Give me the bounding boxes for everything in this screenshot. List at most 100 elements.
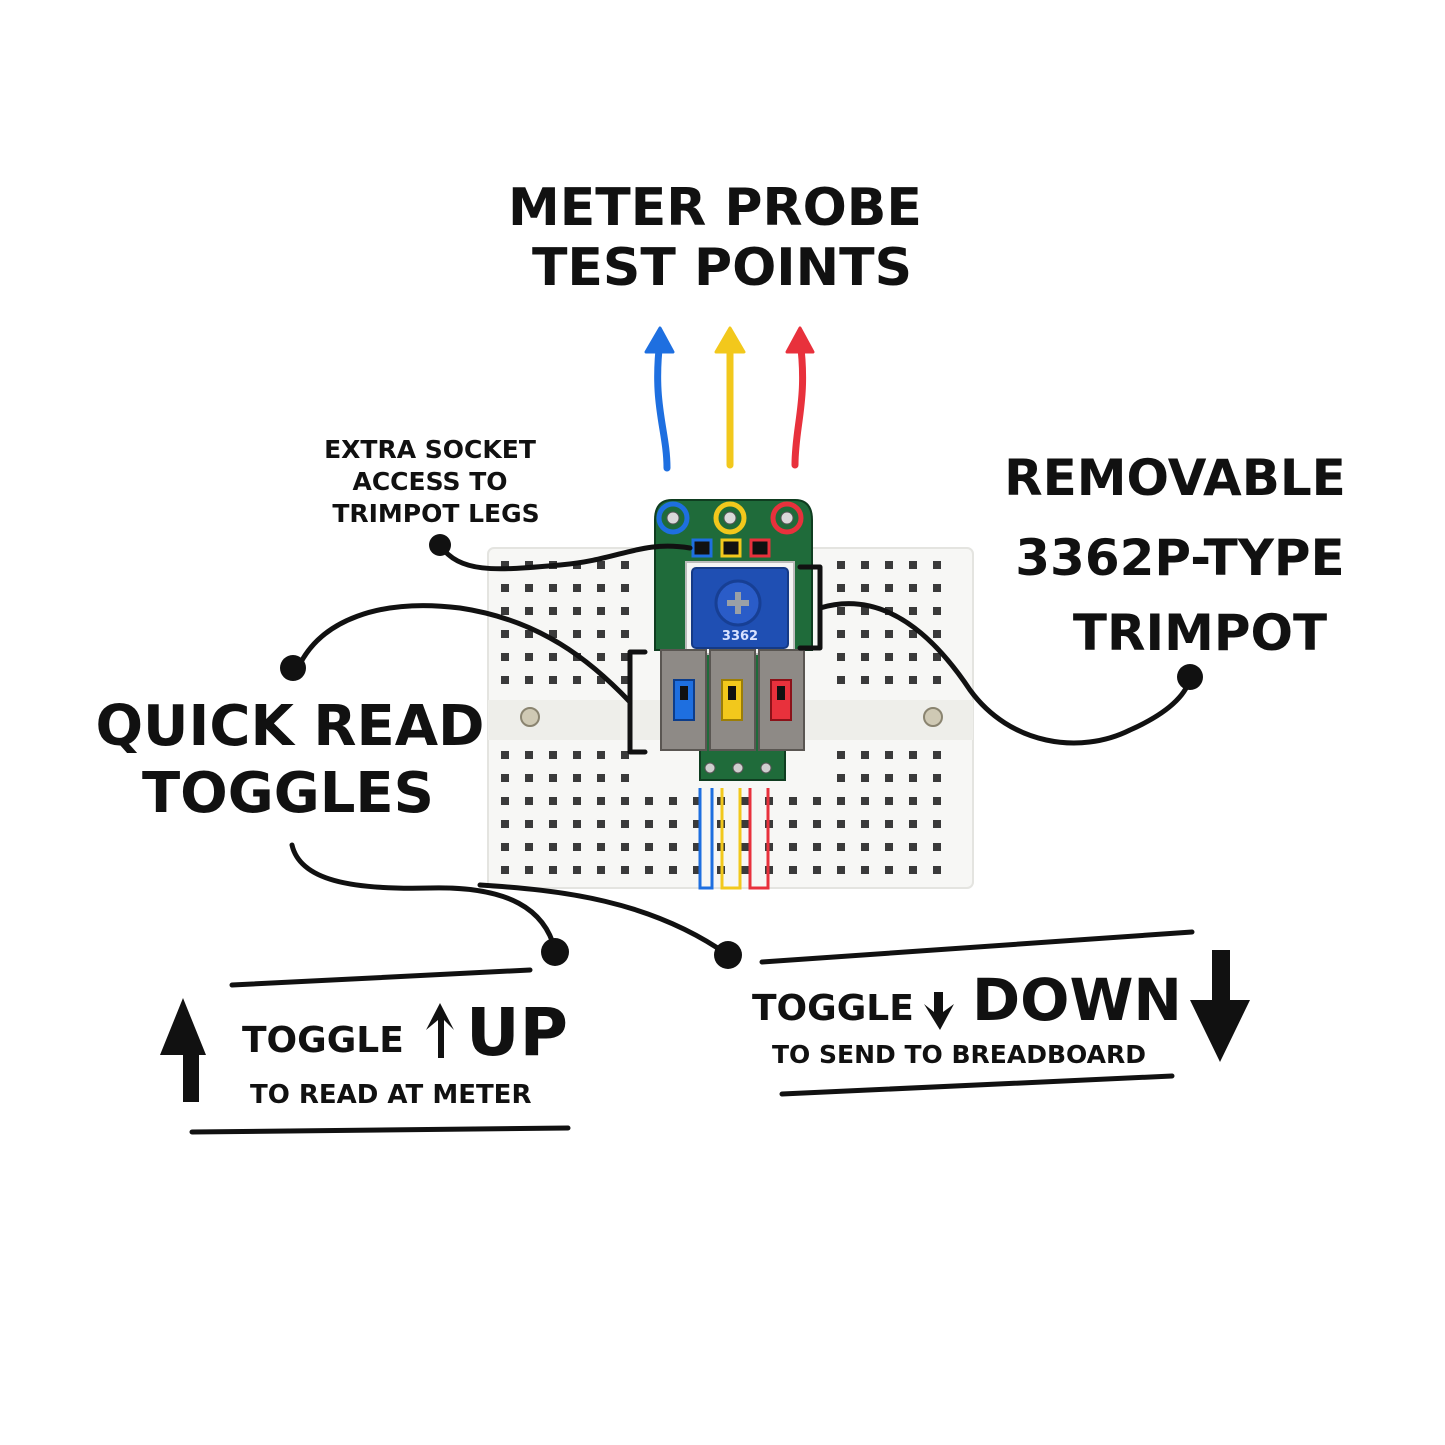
breadboard-hole [837, 843, 845, 851]
breadboard-hole [909, 630, 917, 638]
breadboard-hole [693, 797, 701, 805]
socket-yellow [720, 538, 742, 558]
breadboard-hole [813, 866, 821, 874]
breadboard-hole [573, 676, 581, 684]
probe-arrow-blue [654, 336, 671, 472]
breadboard-hole [933, 607, 941, 615]
breadboard-hole [861, 843, 869, 851]
breadboard-hole [933, 774, 941, 782]
breadboard-hole [621, 843, 629, 851]
breadboard-hole [597, 797, 605, 805]
breadboard-hole [693, 820, 701, 828]
breadboard-hole [501, 584, 509, 592]
breadboard-hole [813, 843, 821, 851]
breadboard-hole [741, 843, 749, 851]
breadboard-hole [573, 630, 581, 638]
breadboard-hole [549, 866, 557, 874]
toggle-down-caption: TO SEND TO BREADBOARD [772, 1040, 1146, 1069]
breadboard-hole [645, 797, 653, 805]
breadboard-hole [909, 676, 917, 684]
removable-line-2: 3362P-TYPE [1015, 529, 1344, 587]
toggle-up-leader [289, 842, 558, 953]
breadboard-hole [573, 584, 581, 592]
socket-red [749, 538, 771, 558]
breadboard-hole [885, 630, 893, 638]
breadboard-hole [861, 751, 869, 759]
breadboard-hole [597, 676, 605, 684]
breadboard-hole [885, 774, 893, 782]
breadboard-hole [525, 607, 533, 615]
breadboard-hole [549, 676, 557, 684]
breadboard-hole [573, 751, 581, 759]
breadboard-hole [861, 774, 869, 782]
breadboard-hole [837, 774, 845, 782]
breadboard-hole [933, 653, 941, 661]
breadboard-hole [501, 630, 509, 638]
wire-red [748, 788, 770, 890]
probe-arrowhead-red [785, 326, 815, 354]
breadboard-hole [837, 653, 845, 661]
toggles-leader [295, 603, 633, 705]
quick-read-toggles [660, 649, 805, 751]
breadboard-hole [549, 797, 557, 805]
breadboard-hole [861, 676, 869, 684]
toggle-down-emphasis: DOWN [972, 966, 1182, 1034]
breadboard-hole [501, 751, 509, 759]
breadboard-hole [525, 561, 533, 569]
breadboard-hole [621, 584, 629, 592]
breadboard-hole [837, 820, 845, 828]
trimpot-dot [1177, 664, 1203, 690]
breadboard-hole [597, 607, 605, 615]
toggle-up-caption: TO READ AT METER [250, 1080, 531, 1110]
breadboard-hole [621, 797, 629, 805]
removable-line-1: REMOVABLE [1004, 449, 1346, 507]
breadboard-hole [837, 584, 845, 592]
breadboard-holes [501, 561, 941, 874]
breadboard-hole [861, 820, 869, 828]
breadboard-hole [909, 584, 917, 592]
toggle-up-dot [541, 938, 569, 966]
breadboard-hole [885, 751, 893, 759]
breadboard-hole [501, 653, 509, 661]
breadboard-hole [597, 561, 605, 569]
breadboard-hole [861, 630, 869, 638]
small-down-arrow-icon [924, 992, 954, 1030]
extra-socket-dot [429, 534, 451, 556]
pin-3 [760, 762, 772, 774]
breadboard-hole [813, 797, 821, 805]
breadboard-hole [669, 866, 677, 874]
breadboard-hole [933, 843, 941, 851]
toggle-down-dot [714, 941, 742, 969]
breadboard-hole [525, 843, 533, 851]
breadboard-hole [549, 751, 557, 759]
breadboard-hole [909, 607, 917, 615]
big-up-arrow-icon [160, 998, 206, 1102]
extra-socket-line-2: ACCESS TO [352, 467, 507, 496]
breadboard-hole [549, 774, 557, 782]
breadboard-hole [501, 843, 509, 851]
breadboard-hole [861, 797, 869, 805]
toggle-down-bottom-rule [779, 1073, 1175, 1097]
extra-socket-line-1: EXTRA SOCKET [324, 435, 536, 464]
breadboard-hole [693, 866, 701, 874]
breadboard-hole [645, 843, 653, 851]
probe-arrowhead-yellow [714, 326, 746, 354]
title-line-1: METER PROBE [508, 178, 922, 238]
pin-2 [732, 762, 744, 774]
breadboard-hole [789, 797, 797, 805]
breadboard-hole [933, 820, 941, 828]
breadboard-hole [645, 820, 653, 828]
title-line-2: TEST POINTS [532, 238, 912, 298]
breadboard-hole [621, 561, 629, 569]
breadboard-hole [501, 866, 509, 874]
breadboard-hole [573, 820, 581, 828]
breadboard-hole [501, 561, 509, 569]
breadboard-hole [501, 820, 509, 828]
breadboard-hole [861, 866, 869, 874]
breadboard-hole [621, 751, 629, 759]
breadboard-hole [549, 820, 557, 828]
breadboard-hole [573, 866, 581, 874]
breadboard-hole [909, 751, 917, 759]
breadboard-hole [933, 797, 941, 805]
breadboard-hole [501, 676, 509, 684]
